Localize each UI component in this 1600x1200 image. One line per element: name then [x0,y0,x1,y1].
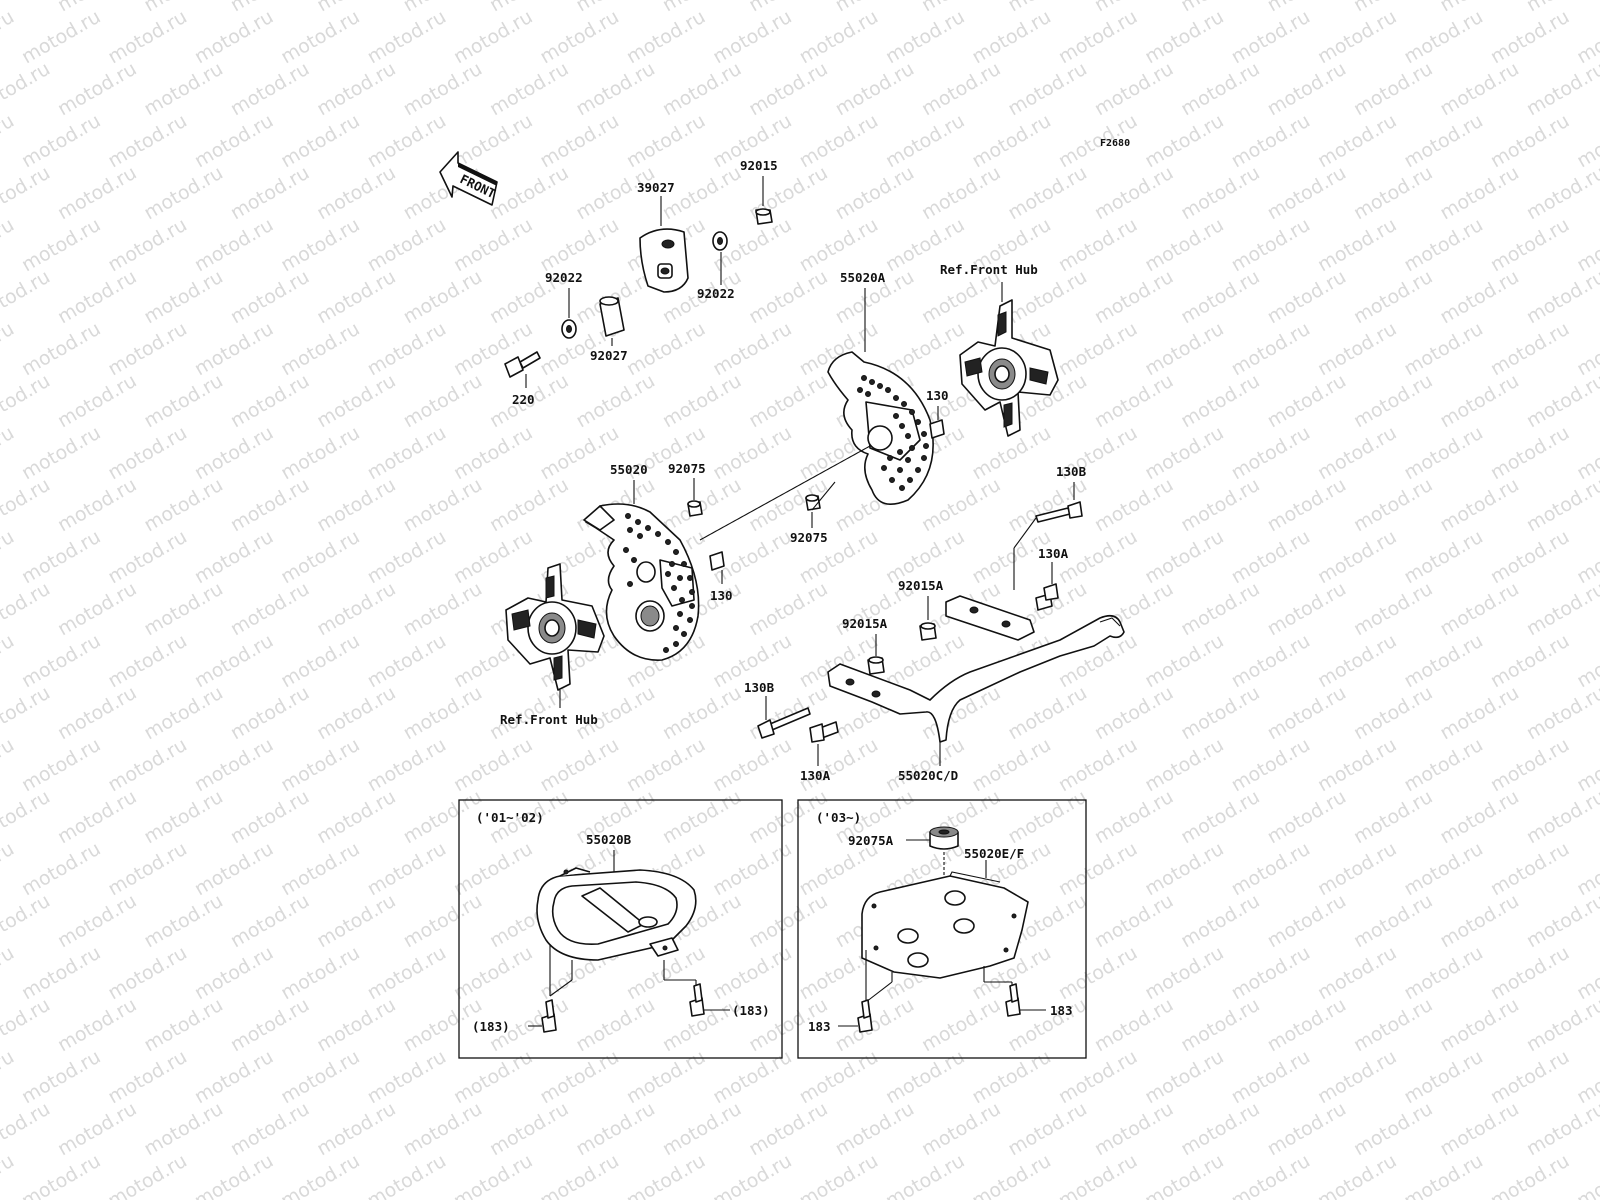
inset-right-bolt-right-icon [1005,983,1021,1017]
part-92027-collar [599,296,625,337]
callout-130-bottom: 130 [710,588,733,603]
callout-92075-right: 92075 [790,530,828,545]
inset-right-bolt-left-icon [857,999,873,1033]
callout-130-top: 130 [926,388,949,403]
ref-front-hub-top: Ref.Front Hub [940,262,1038,277]
part-39027-bracket [639,228,689,293]
inset-left-bolt-left-icon [541,999,557,1033]
callout-92015A-top: 92015A [898,578,944,593]
part-55020B-skid-plate [536,867,697,961]
part-130A-bolt-bottom [809,721,839,743]
part-220-bolt [504,351,541,378]
callout-55020A: 55020A [840,270,886,285]
part-130B-bolt-top [1035,501,1083,523]
part-92015A-nut-top [919,622,937,641]
part-130-bolt-bottom [709,551,725,571]
inset-left-bolt-right-label: (183) [732,1003,770,1018]
callout-55020CD: 55020C/D [898,768,958,783]
callout-92027: 92027 [590,348,628,363]
part-92075A-bushing [929,826,959,850]
part-55020EF-skid-plate [861,871,1029,979]
callout-92015A-bottom: 92015A [842,616,888,631]
callout-130A-bottom: 130A [800,768,831,783]
inset-right-bolt-left-label: 183 [808,1019,831,1034]
inset-left-bolt-left-label: (183) [472,1019,510,1034]
callout-130B-bottom: 130B [744,680,775,695]
inset-box-right [797,799,1087,1059]
inset-box-left [458,799,783,1059]
part-130B-bolt-bottom [757,707,811,739]
part-130A-bolt-top [1035,583,1059,611]
part-55020A-disc-guard [827,351,934,506]
front-hub-upper [959,299,1059,437]
callout-92022-right: 92022 [697,286,735,301]
part-92075-nut-left [687,500,703,517]
callout-92075-left: 92075 [668,461,706,476]
inset-right-part-a-label: 92075A [848,833,894,848]
part-92075-nut-right [805,494,821,511]
callout-92015-top: 92015 [740,158,778,173]
part-92015-nut [755,208,773,225]
part-92022-washer-right [712,231,728,251]
inset-left-year: ('01~'02) [476,810,544,825]
inset-left-bolt-right-icon [689,983,705,1017]
inset-right-bolt-right-label: 183 [1050,1003,1073,1018]
callout-220: 220 [512,392,535,407]
inset-left-part-label: 55020B [586,832,632,847]
part-92015A-nut-bottom [867,656,885,675]
callout-130B-top: 130B [1056,464,1087,479]
part-130-bolt-top [929,419,945,439]
part-55020-disc-guard [583,503,700,661]
inset-right-year: ('03~) [816,810,861,825]
diagram-code: F2680 [1100,138,1130,149]
ref-front-hub-bottom: Ref.Front Hub [500,712,598,727]
callout-92022-left: 92022 [545,270,583,285]
callout-130A-top: 130A [1038,546,1069,561]
inset-right-part-b-label: 55020E/F [964,846,1024,861]
callout-39027: 39027 [637,180,675,195]
front-arrow-icon: FRONT [439,151,498,206]
part-55020CD-bumper [827,595,1125,743]
front-hub-lower [505,563,605,691]
callout-55020: 55020 [610,462,648,477]
part-92022-washer-left [561,319,577,339]
